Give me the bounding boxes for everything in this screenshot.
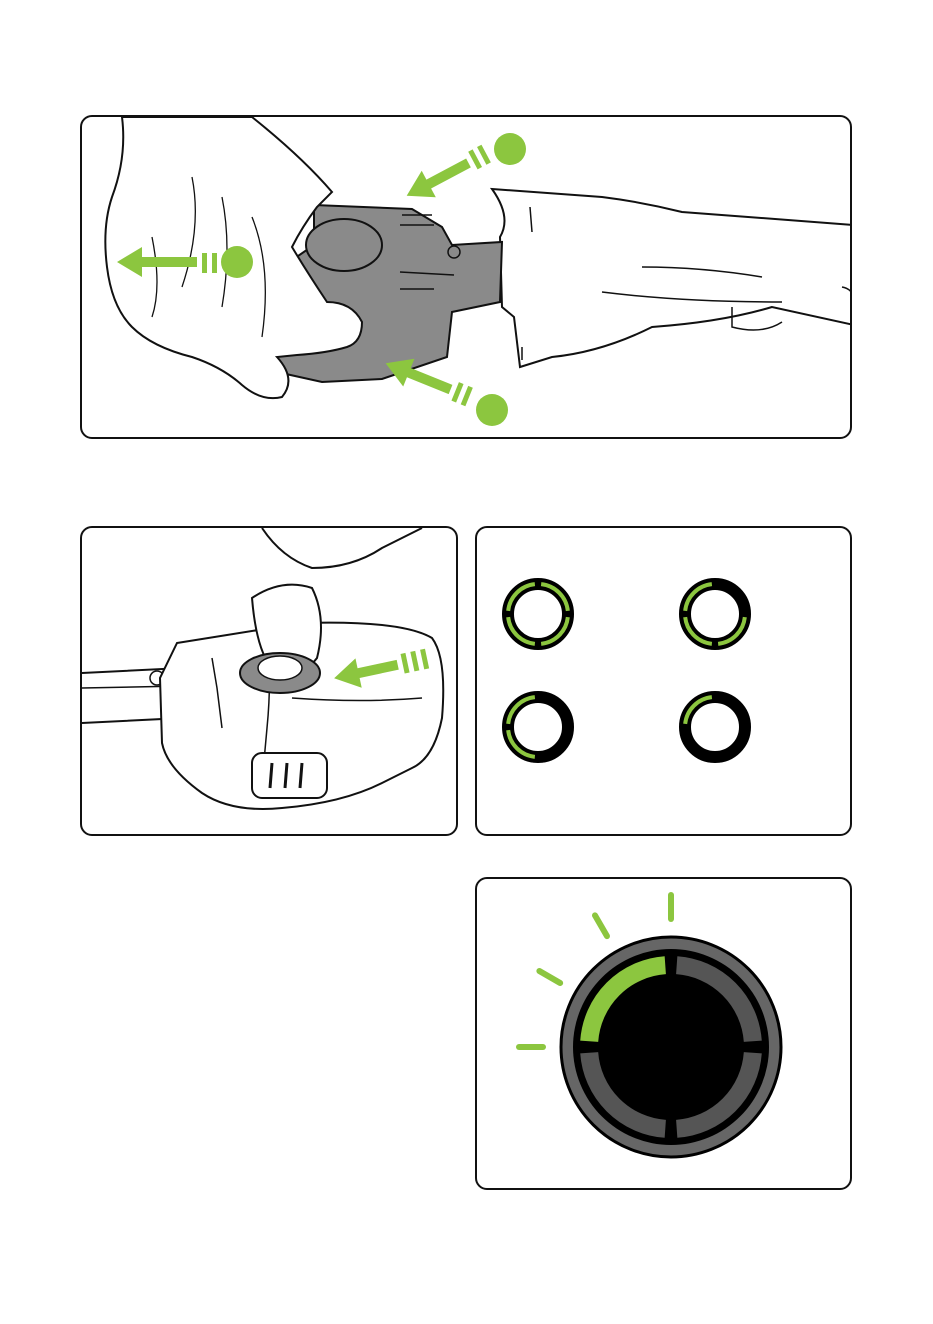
charge-level-indicators (477, 528, 852, 836)
flash-ray-3 (595, 915, 607, 936)
step-marker-top (494, 133, 526, 165)
flashing-indicator (477, 879, 852, 1190)
indicator-center (605, 981, 737, 1113)
battery-check-press-panel (80, 526, 458, 836)
trimmer-housing (492, 189, 852, 367)
step-marker-left (221, 246, 253, 278)
arrow-top (400, 140, 494, 209)
battery-removal-illustration (82, 117, 852, 439)
battery-check-illustration (82, 528, 458, 836)
charge-level-panel (475, 526, 852, 836)
flash-ray-2 (539, 971, 560, 983)
flashing-indicator-panel (475, 877, 852, 1190)
step-marker-bottom (476, 394, 508, 426)
battery-removal-panel (80, 115, 852, 439)
battery-release-button (306, 219, 382, 271)
